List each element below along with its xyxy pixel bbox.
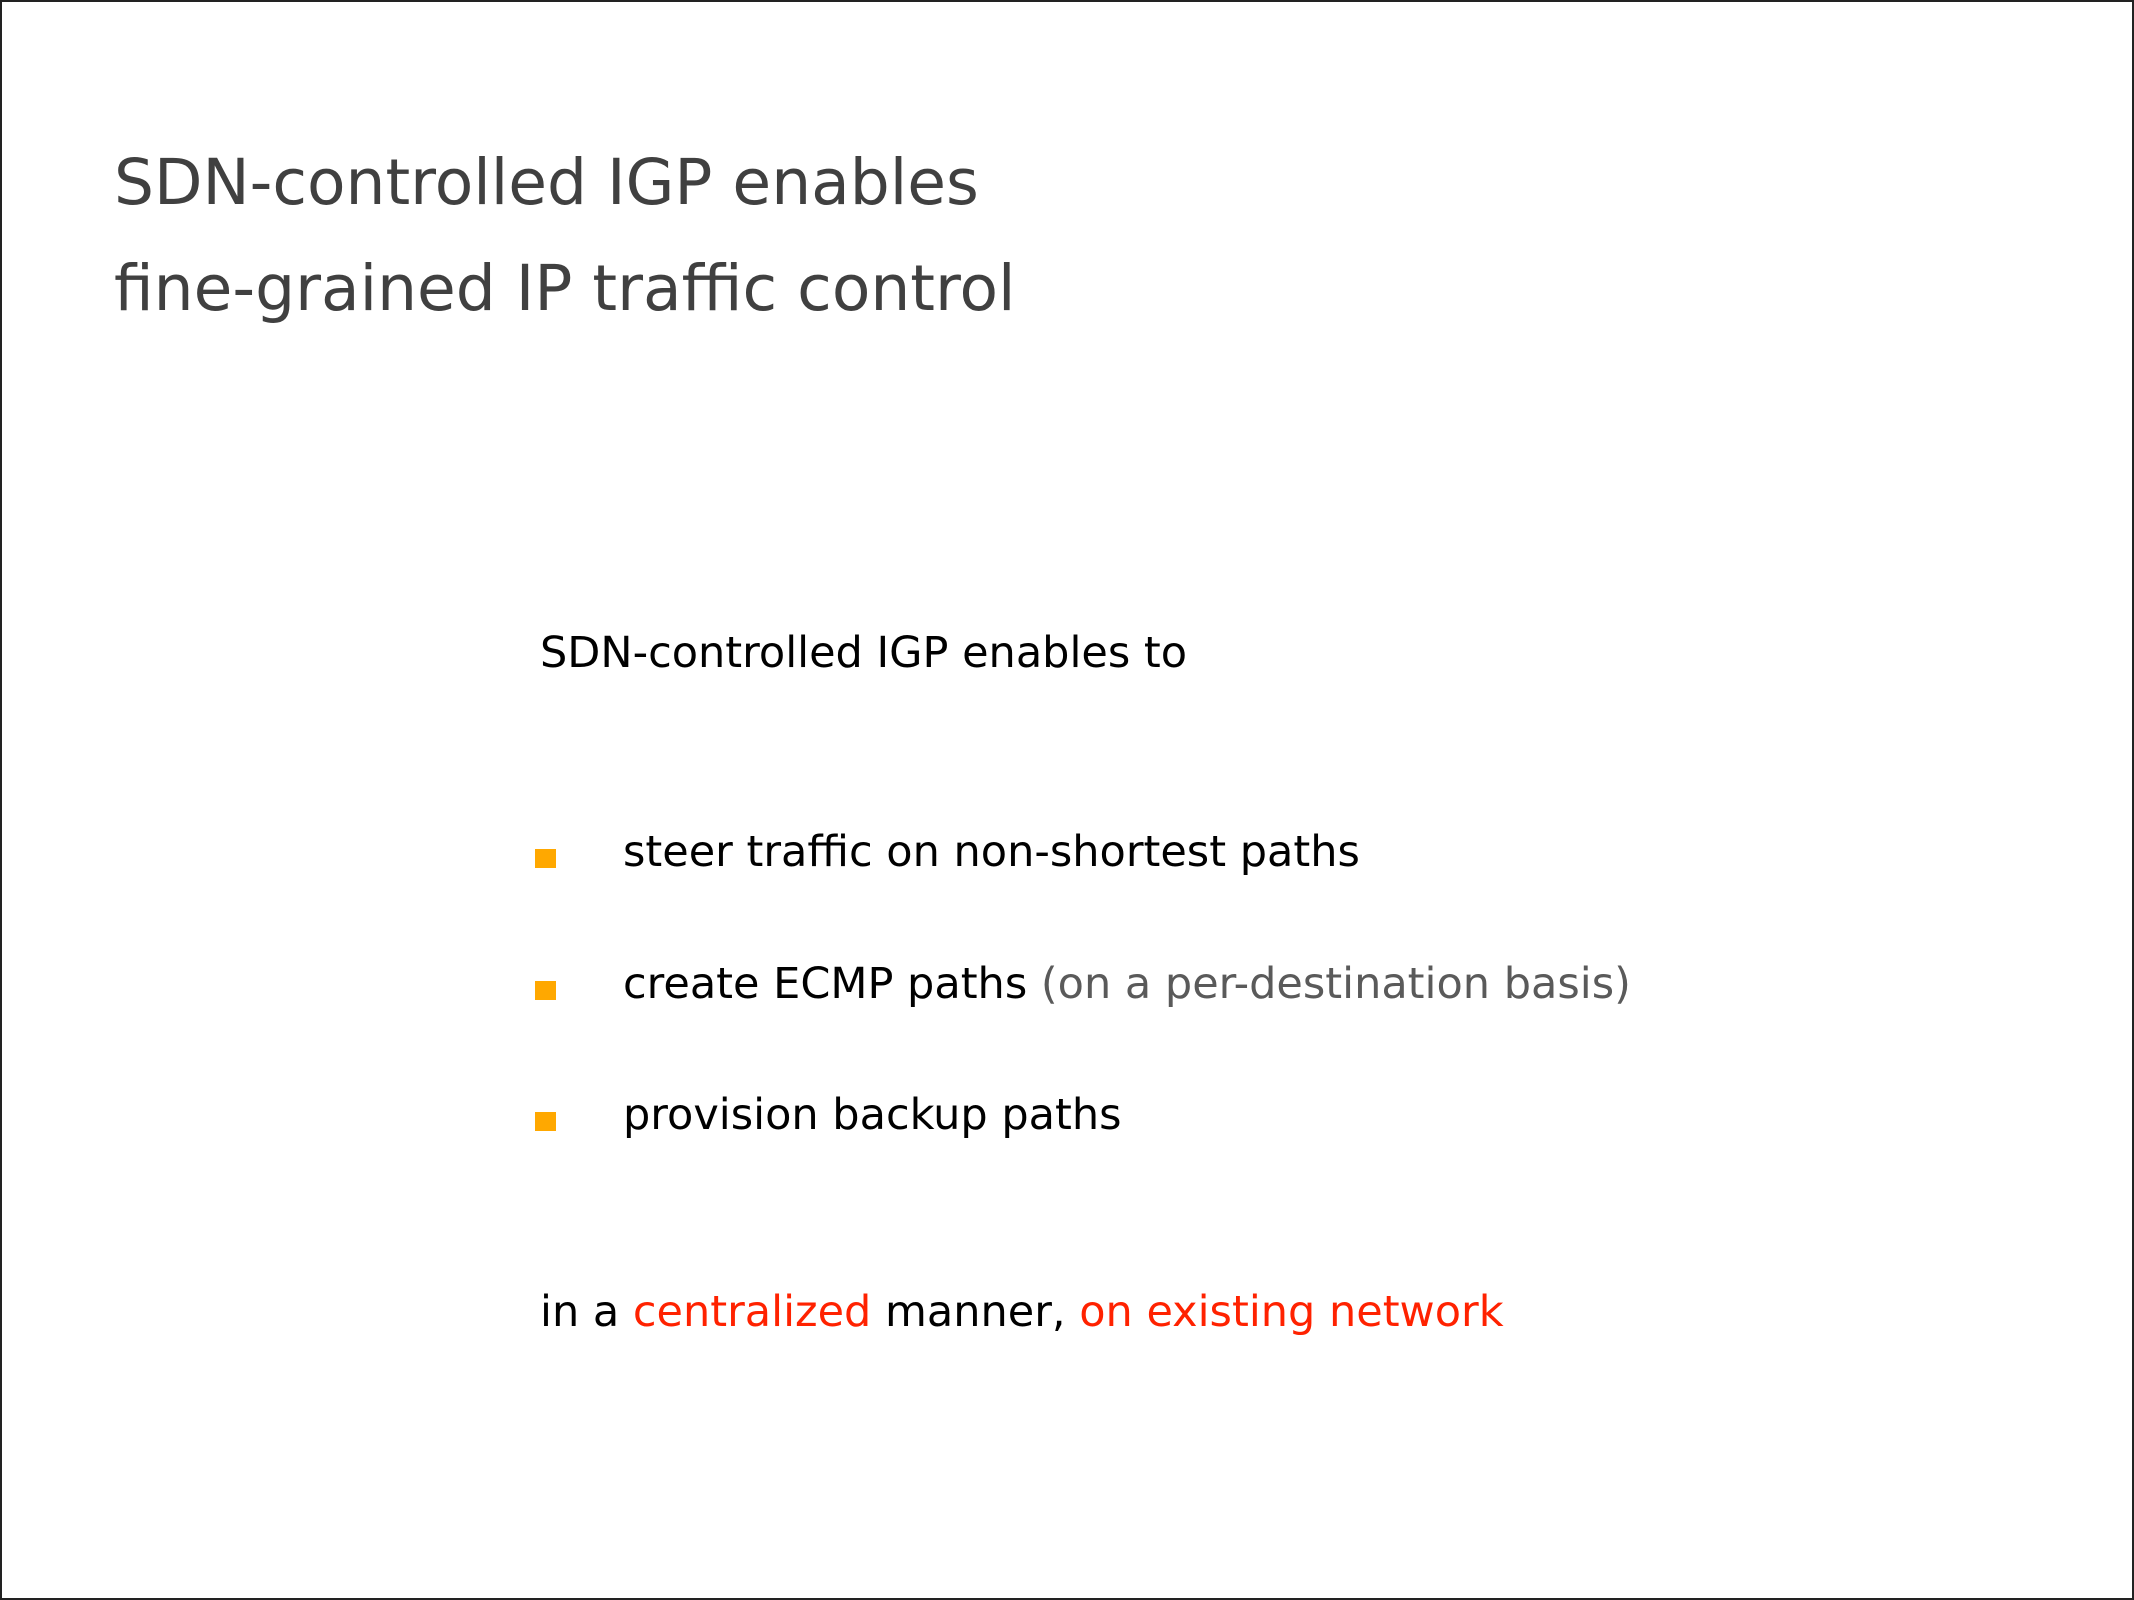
highlight-centralized: centralized <box>632 1287 872 1337</box>
closing-statement: in a centralized manner, on existing net… <box>540 1287 1504 1337</box>
title-line-2: fine-grained IP traffic control <box>114 252 1016 325</box>
bullet-square-icon <box>535 849 556 868</box>
bullet-text: provision backup paths <box>623 1090 1122 1140</box>
closing-part-2: manner, <box>871 1287 1080 1337</box>
bullet-square-icon <box>535 981 556 1000</box>
closing-part-1: in a <box>540 1287 633 1337</box>
bullet-note: (on a per-destination basis) <box>1040 959 1631 1009</box>
highlight-existing-network: on existing network <box>1079 1287 1504 1337</box>
bullet-text: steer traffic on non-shortest paths <box>623 827 1360 877</box>
bullet-square-icon <box>535 1112 556 1131</box>
intro-text: SDN-controlled IGP enables to <box>540 628 1188 678</box>
title-line-1: SDN-controlled IGP enables <box>114 146 979 219</box>
slide-title: SDN-controlled IGP enables fine-grained … <box>114 130 1016 342</box>
bullet-text: create ECMP paths <box>623 959 1028 1009</box>
